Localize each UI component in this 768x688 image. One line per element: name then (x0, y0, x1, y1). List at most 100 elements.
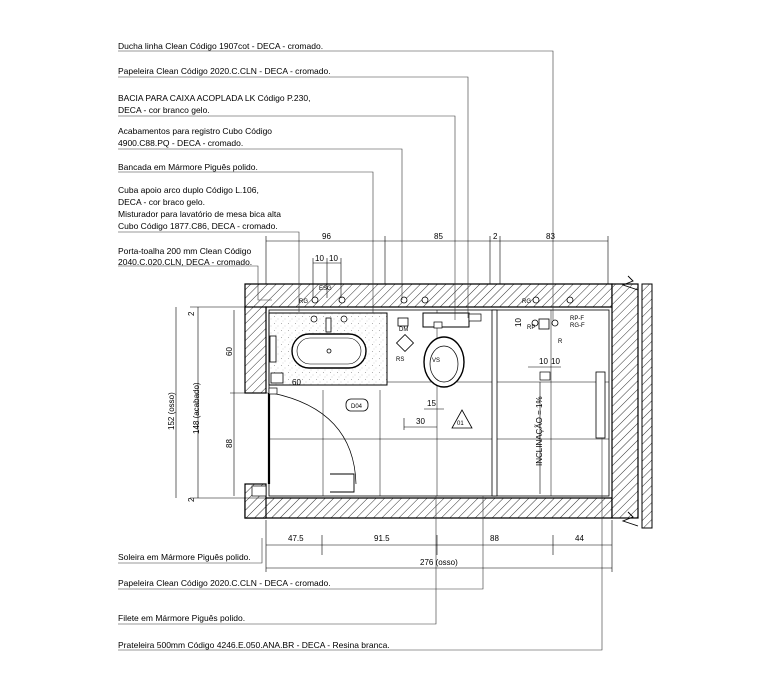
dim-bottom-47-5: 47.5 (288, 534, 304, 543)
annotation-cuba-2: DECA - cor braco gelo. (118, 197, 205, 207)
dim-small: 10 (315, 254, 324, 263)
tag-d04: D04 (351, 404, 363, 410)
dim-60-door: 60 (292, 378, 301, 387)
walls (244, 275, 653, 529)
annotation-acabamentos-2: 4900.C88.PQ - DECA - cromado. (118, 138, 243, 148)
annotation-porta-toalha-2: 2040.C.020.CLN, DECA - cromado. (118, 257, 252, 267)
shelf (595, 371, 606, 439)
sink-drain (326, 348, 332, 354)
door-swing-arc (271, 392, 357, 485)
annotation-soleira: Soleira em Mármore Piguês polido. (118, 552, 251, 562)
dim-bottom-44: 44 (575, 534, 584, 543)
dim-top-83: 83 (546, 232, 555, 241)
toilet-paper-icon (468, 313, 482, 322)
door-handle-icon (330, 473, 355, 493)
hot-water-box (270, 372, 284, 384)
annotation-bancada: Bancada em Mármore Piguês polido. (118, 162, 258, 172)
faucet-handle-icon (310, 315, 318, 323)
faucet-handle-icon-2 (340, 315, 348, 323)
label-rs: RS (396, 357, 404, 363)
annotations-bottom: Soleira em Mármore Piguês polido. Papele… (118, 552, 390, 650)
label-rg-2: RG (522, 299, 531, 305)
annotation-misturador-2: Cubo Código 1877.C86, DECA - cromado. (118, 221, 278, 231)
faucet-icon (325, 317, 332, 333)
dim-bottom-91-5: 91.5 (374, 534, 390, 543)
label-rp-f: RP-F (570, 316, 584, 322)
annotation-filete: Filete em Mármore Piguês polido. (118, 613, 245, 623)
shower-mixer-icon (538, 318, 550, 330)
annotation-misturador: Misturador para lavatório de mesa bica a… (118, 209, 281, 219)
wall-break-top (621, 275, 639, 291)
shower-partition (491, 309, 606, 497)
towel-rack-icon (269, 335, 277, 363)
dim-88-left: 88 (225, 439, 234, 448)
dim-30: 30 (416, 417, 425, 426)
label-esg: ESG (319, 286, 332, 292)
annotation-prateleira: Prateleira 500mm Código 4246.E.050.ANA.B… (118, 640, 390, 650)
sink-basin (291, 333, 367, 369)
annotation-papeleira: Papeleira Clean Código 2020.C.CLN - DECA… (118, 66, 331, 76)
annotations-top: Ducha linha Clean Código 1907cot - DECA … (118, 41, 331, 267)
dim-bottom-88: 88 (490, 534, 499, 543)
dim-2-bottom: 2 (187, 497, 196, 502)
dim-top-85: 85 (434, 232, 443, 241)
annotation-ducha: Ducha linha Clean Código 1907cot - DECA … (118, 41, 323, 51)
dm-box (397, 317, 409, 327)
dim-small: 10 (539, 357, 548, 366)
tags: D04 01 (345, 398, 473, 429)
vanity (268, 312, 388, 386)
dimension-texts: 96 85 2 83 10 10 10 10 10 15 30 60 88 2 … (167, 232, 584, 567)
dim-152-osso: 152 (osso) (167, 392, 176, 430)
dim-small-rot: 10 (514, 318, 523, 327)
label-rp: RP (527, 325, 535, 331)
toilet-bowl (423, 336, 465, 388)
dim-top-96: 96 (322, 232, 331, 241)
sink-inner (296, 337, 362, 365)
valve-icon (551, 319, 559, 327)
toilet (422, 312, 482, 388)
dim-2-top: 2 (187, 311, 196, 316)
valves (270, 296, 574, 384)
fixture-labels: ESG RG RG RP-F RG-F RP R DM RS VS INCLIN… (299, 286, 585, 466)
dimension-lines (175, 236, 613, 572)
toilet-tank (422, 312, 470, 328)
rs-diamond (395, 333, 415, 353)
adjacent-wall (641, 283, 653, 529)
annotation-bacia: BACIA PARA CAIXA ACOPLADA LK Código P.23… (118, 93, 310, 103)
threshold (268, 387, 278, 395)
glass-panel (491, 309, 498, 497)
left-wall-upper (244, 306, 267, 394)
valve-icon (531, 319, 539, 327)
tag-01: 01 (457, 421, 464, 427)
annotation-bacia-2: DECA - cor branco gelo. (118, 105, 210, 115)
right-wall (611, 283, 639, 519)
toilet-seat (429, 345, 459, 383)
flush-valve (433, 321, 443, 329)
valve-icon (311, 296, 319, 304)
annotation-papeleira-bottom: Papeleira Clean Código 2020.C.CLN - DECA… (118, 578, 331, 588)
dim-small: 10 (551, 357, 560, 366)
valve-icon (566, 296, 574, 304)
bottom-wall (244, 497, 613, 519)
dim-15: 15 (427, 399, 436, 408)
label-r: R (558, 339, 563, 345)
label-vs: VS (432, 358, 440, 364)
slope-label: INCLINAÇÃO = 1% (535, 396, 544, 466)
annotation-cuba: Cuba apoio arco duplo Código L.106, (118, 185, 259, 195)
annotation-porta-toalha: Porta-toalha 200 mm Clean Código (118, 246, 252, 256)
valve-icon (532, 296, 540, 304)
label-rg: RG (299, 299, 308, 305)
dim-small: 10 (329, 254, 338, 263)
label-dm: DM (399, 327, 408, 333)
valve-icon (421, 296, 429, 304)
threshold-bottom (251, 485, 267, 497)
shower-drain (539, 371, 551, 381)
wall-break-bottom (621, 511, 639, 527)
annotation-acabamentos: Acabamentos para registro Cubo Código (118, 126, 272, 136)
dim-148-acabado: 148 (acabado) (192, 382, 201, 434)
dim-total: 276 (osso) (420, 558, 458, 567)
door (251, 387, 357, 497)
label-rg-f: RG-F (570, 323, 585, 329)
top-wall (244, 283, 613, 311)
